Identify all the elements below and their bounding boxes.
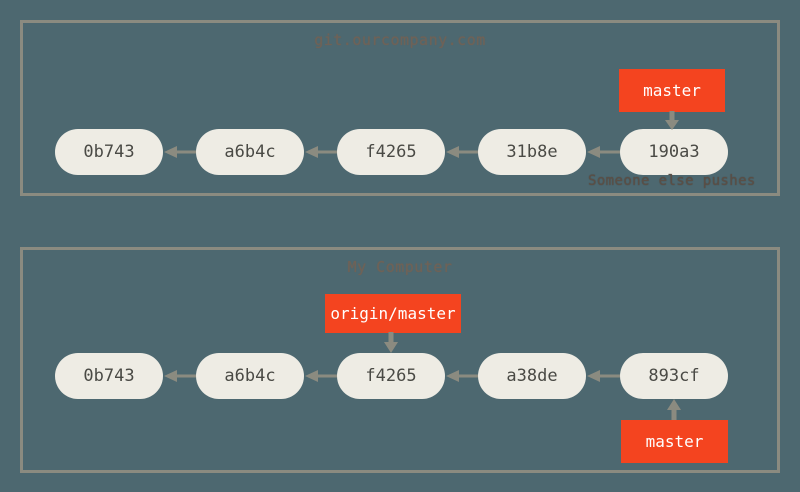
ref-label-origin-master[interactable]: origin/master xyxy=(325,294,461,333)
parent-arrow-icon xyxy=(163,144,196,160)
commit-node[interactable]: f4265 xyxy=(337,129,445,175)
remote-repository-panel: git.ourcompany.com xyxy=(20,20,780,196)
local-repository-panel: My Computer xyxy=(20,247,780,473)
local-panel-title: My Computer xyxy=(347,258,453,276)
ref-pointer-arrow-icon xyxy=(665,399,683,421)
remote-push-annotation: Someone else pushes xyxy=(588,173,756,189)
parent-arrow-icon xyxy=(586,144,620,160)
remote-panel-title: git.ourcompany.com xyxy=(314,31,486,49)
commit-node[interactable]: 190a3 xyxy=(620,129,728,175)
commit-node[interactable]: a6b4c xyxy=(196,129,304,175)
ref-label-master-local[interactable]: master xyxy=(621,420,728,463)
parent-arrow-icon xyxy=(445,368,478,384)
commit-node[interactable]: 893cf xyxy=(620,353,728,399)
commit-node[interactable]: f4265 xyxy=(337,353,445,399)
ref-pointer-arrow-icon xyxy=(382,332,400,354)
commit-node[interactable]: 0b743 xyxy=(55,353,163,399)
parent-arrow-icon xyxy=(304,144,337,160)
commit-node[interactable]: 31b8e xyxy=(478,129,586,175)
commit-node[interactable]: 0b743 xyxy=(55,129,163,175)
ref-label-master-remote[interactable]: master xyxy=(619,69,725,112)
commit-node[interactable]: a6b4c xyxy=(196,353,304,399)
parent-arrow-icon xyxy=(304,368,337,384)
parent-arrow-icon xyxy=(163,368,196,384)
ref-pointer-arrow-icon xyxy=(663,111,681,131)
parent-arrow-icon xyxy=(445,144,478,160)
parent-arrow-icon xyxy=(586,368,620,384)
commit-node[interactable]: a38de xyxy=(478,353,586,399)
